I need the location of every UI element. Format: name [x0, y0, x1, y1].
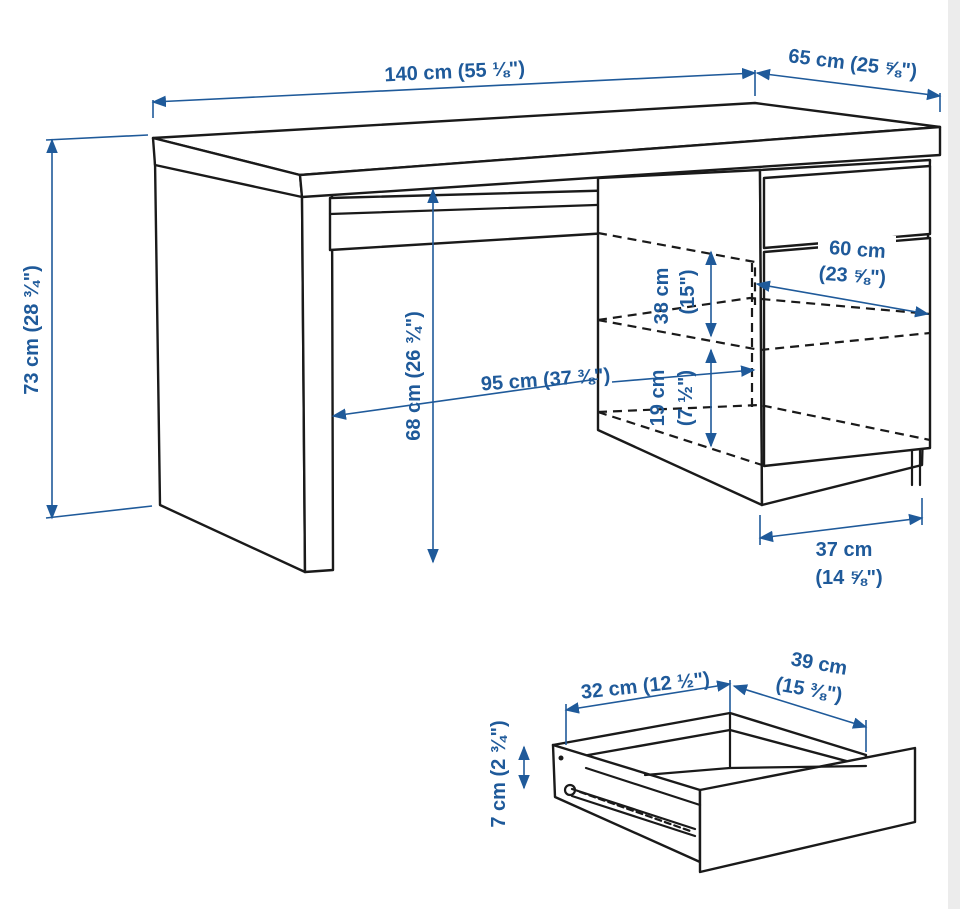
drawer-back-panel [551, 711, 868, 768]
drawer-front-top[interactable] [762, 164, 932, 250]
left-leg-front [300, 193, 335, 574]
label-shelf-lower-in: (7 ½") [675, 370, 697, 426]
modesty-panel [328, 188, 627, 252]
label-shelf-upper: 38 cm [651, 268, 673, 325]
label-drawer-inner-height: 7 cm (2 ¾") [488, 720, 510, 827]
scrollbar-track[interactable] [948, 0, 960, 909]
label-shelf-lower: 19 cm [647, 370, 669, 427]
label-drawer-inner-depth: 39 cm [789, 648, 849, 680]
drawer-runner [563, 783, 697, 838]
drawer-left-side [551, 743, 702, 864]
pedestal-body [596, 168, 764, 507]
label-knee-width: 95 cm (37 ⅜") [480, 365, 611, 396]
label-desk-width: 140 cm (55 ⅛") [384, 58, 526, 87]
label-pedestal-width: 37 cm [816, 539, 873, 561]
desk [151, 101, 942, 574]
label-desk-depth: 65 cm (25 ⅝") [787, 45, 918, 83]
drawer [551, 711, 917, 874]
label-drawer-inner-width: 32 cm (12 ½") [580, 668, 711, 703]
drawer-front-panel[interactable] [698, 746, 917, 874]
label-shelf-depth: 60 cm [828, 237, 886, 263]
desktop-side-edge [298, 125, 942, 199]
left-leg-panel [153, 158, 307, 574]
label-shelf-depth-in: (23 ⅝") [818, 263, 887, 290]
label-knee-height: 68 cm (26 ¾") [403, 311, 425, 441]
label-pedestal-width-in: (14 ⅝") [815, 567, 882, 589]
label-shelf-upper-in: (15") [677, 269, 699, 314]
label-desk-height: 73 cm (28 ¾") [21, 265, 43, 395]
